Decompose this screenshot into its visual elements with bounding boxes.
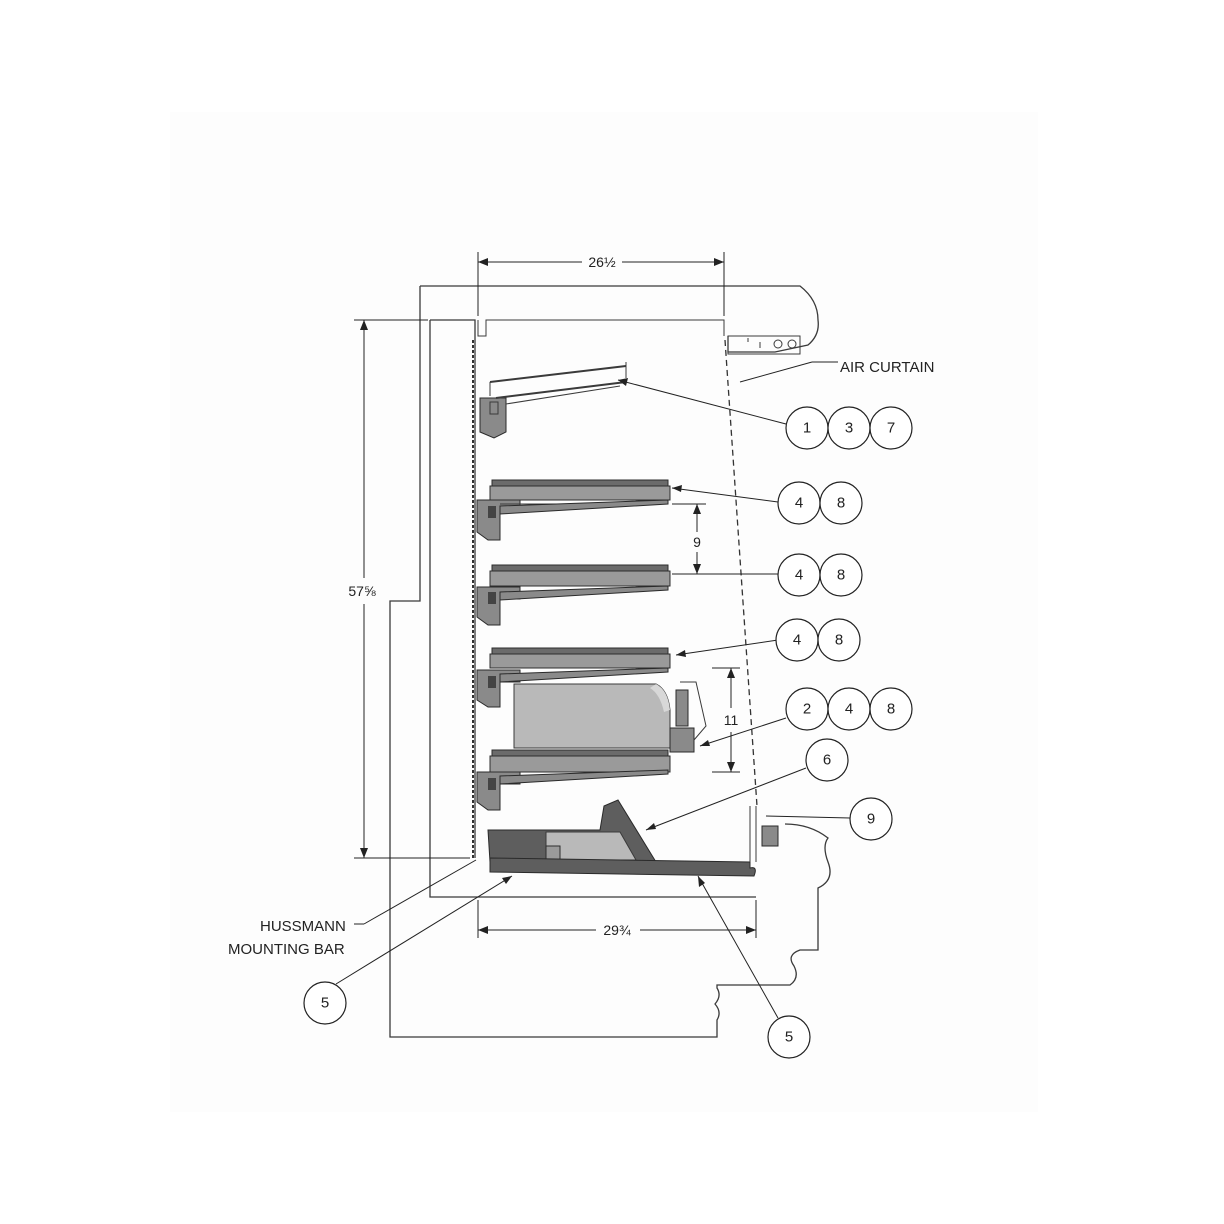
dimension-height: 57⅝	[348, 319, 470, 859]
dimension-shelf-spacing-text: 9	[693, 534, 701, 550]
callout-top-shelf: 1 3 7	[785, 406, 913, 450]
callout-number: 4	[795, 567, 803, 584]
callout-number: 9	[867, 811, 875, 828]
shelf-2	[476, 564, 671, 626]
shelf-3	[476, 647, 671, 708]
callout-number: 2	[803, 701, 811, 718]
callout-number: 4	[795, 495, 803, 512]
deck-rack	[487, 799, 779, 877]
callout-left-base: 5	[303, 981, 347, 1025]
callout-deck-rack: 6	[805, 738, 849, 782]
air-curtain-label: AIR CURTAIN	[840, 359, 934, 376]
callout-number: 5	[321, 995, 329, 1012]
dimension-bottom-width: 29¾	[477, 900, 757, 938]
product-tray	[513, 681, 707, 753]
top-notch	[477, 319, 725, 337]
callout-shelf-1: 4 8	[777, 481, 863, 525]
shelf-4	[476, 749, 671, 811]
callout-number: 8	[837, 567, 845, 584]
callout-front: 9	[849, 797, 893, 841]
dimension-shelf-spacing: 9	[672, 503, 706, 575]
callout-number: 8	[837, 495, 845, 512]
mounting-bar-label-line1: HUSSMANN	[260, 918, 346, 935]
mounting-bar-label-line2: MOUNTING BAR	[228, 941, 345, 958]
callout-number: 6	[823, 752, 831, 769]
callout-number: 8	[887, 701, 895, 718]
callout-shelf-2: 4 8	[777, 553, 863, 597]
drawing-sheet	[170, 112, 1038, 1112]
grille-hole-1	[773, 339, 783, 349]
dimension-top-width-text: 26½	[588, 254, 616, 270]
callout-number: 7	[887, 420, 895, 437]
air-curtain-line	[724, 339, 758, 807]
case-outer-outline	[389, 285, 831, 1038]
leader-lines	[335, 361, 851, 1019]
callout-number: 4	[793, 632, 801, 649]
grille-hole-2	[787, 339, 797, 349]
callout-number: 5	[785, 1029, 793, 1046]
callout-tray: 2 4 8	[785, 687, 913, 731]
top-wire-shelf	[479, 362, 627, 439]
dimension-top-width: 26½	[477, 252, 725, 316]
air-curtain-grille	[727, 335, 801, 355]
callout-number: 4	[845, 701, 853, 718]
dimension-bottom-width-text: 29¾	[603, 922, 631, 938]
callout-number: 8	[835, 632, 843, 649]
callout-number: 1	[803, 420, 811, 437]
callout-right-base: 5	[767, 1015, 811, 1059]
dimension-lower-spacing: 11	[712, 667, 740, 773]
case-inner-wall	[429, 319, 756, 898]
dimension-height-text: 57⅝	[348, 583, 376, 599]
dimension-lower-spacing-text: 11	[724, 712, 739, 728]
callout-number: 3	[845, 420, 853, 437]
callout-shelf-3: 4 8	[775, 618, 861, 662]
shelf-1	[476, 479, 671, 541]
